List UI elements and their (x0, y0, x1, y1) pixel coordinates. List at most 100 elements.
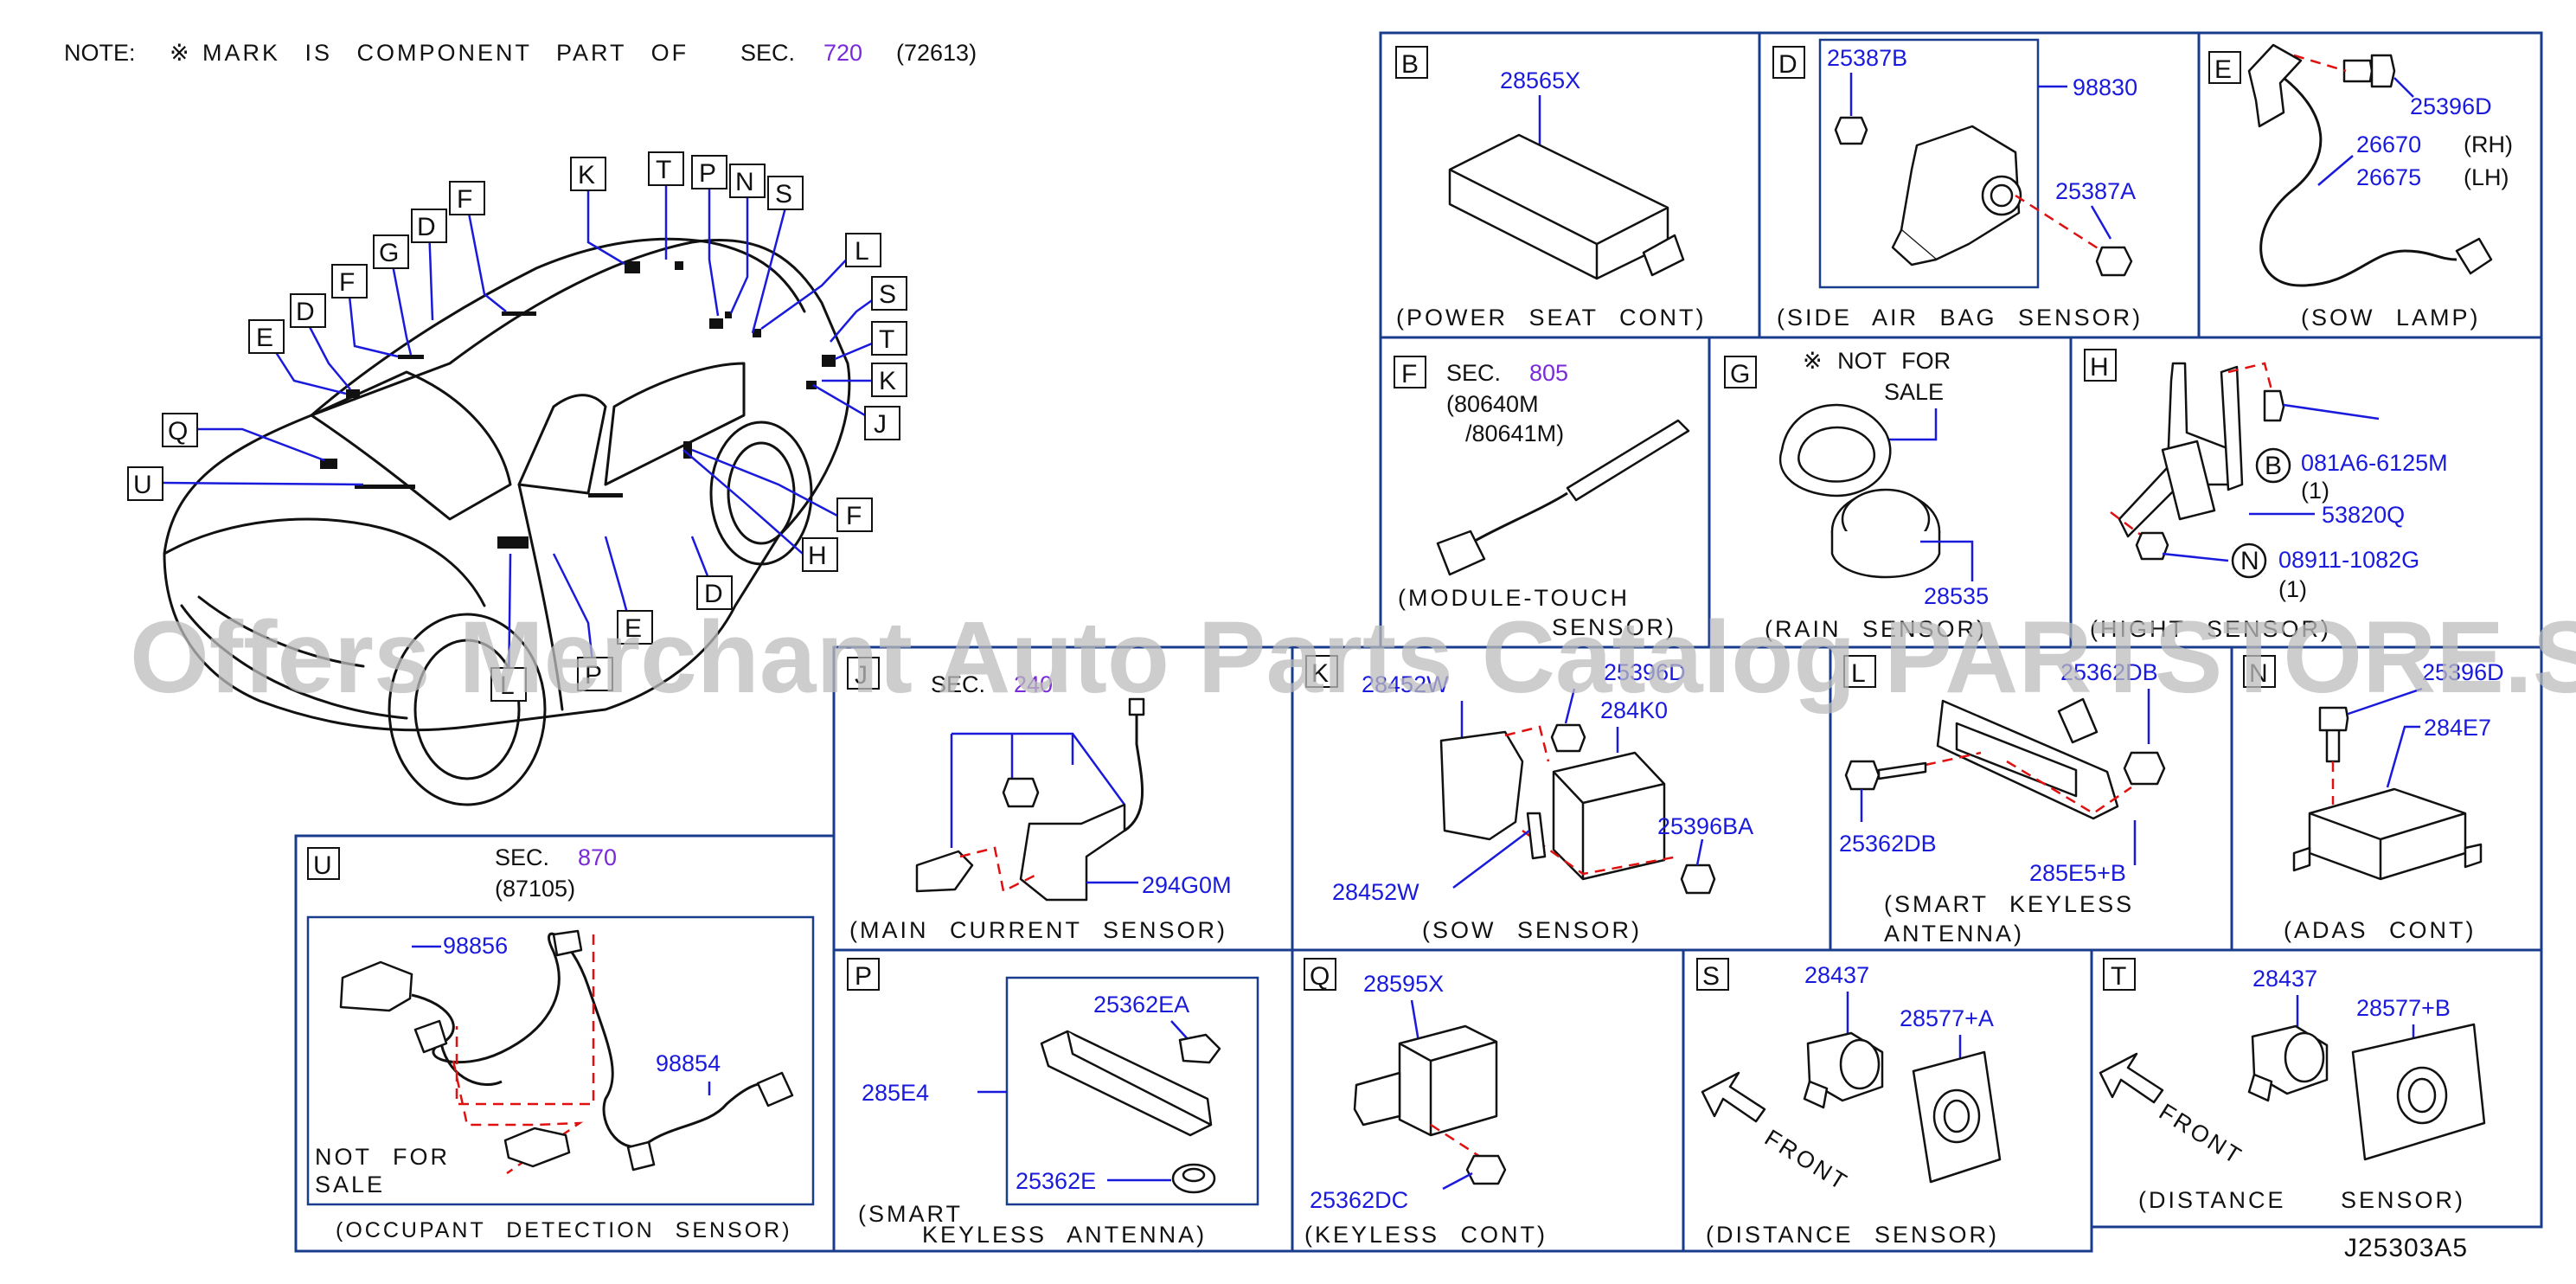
note-sec-number[interactable]: 720 (823, 40, 862, 66)
part-25362db-a[interactable]: 25362DB (2060, 659, 2158, 685)
mark-n (709, 318, 723, 329)
panel-f-sec-label: SEC. (1446, 360, 1501, 386)
part-25362ea[interactable]: 25362EA (1093, 992, 1189, 1018)
part-28452w-a[interactable]: 28452W (1362, 671, 1449, 697)
panel-h-b: B (2265, 452, 2282, 480)
panel-f-sec-number[interactable]: 805 (1529, 360, 1568, 386)
overview-leaders (162, 183, 885, 693)
panel-d-caption: (SIDE AIR BAG SENSOR) (1777, 305, 2143, 331)
part-98830[interactable]: 98830 (2073, 74, 2137, 100)
panel-k-caption: (SOW SENSOR) (1422, 917, 1642, 943)
mark-f (502, 311, 536, 316)
panel-h-caption: (HIGHT SENSOR) (2090, 616, 2331, 642)
panel-g-note: ※ NOT FOR (1803, 348, 1951, 374)
panel-n[interactable]: N 25396D 284E7 (ADAS CONT) (2230, 645, 2543, 952)
panel-t-front: FRONT (2155, 1099, 2247, 1171)
part-284k0[interactable]: 284K0 (1600, 697, 1668, 723)
panel-l[interactable]: L 25362DB 25362DB 285E5+B (SMART KEYLESS… (1829, 645, 2233, 952)
panel-d[interactable]: D 25387B 98830 25387A (SIDE AIR BAG SENS… (1758, 31, 2201, 339)
car-overview: K T P N S L S T K J F G D F E D Q U F H … (127, 151, 907, 806)
part-25396ba[interactable]: 25396BA (1657, 813, 1753, 839)
part-25387b[interactable]: 25387B (1827, 45, 1907, 71)
sow-lamp-bracket (2247, 43, 2303, 128)
part-53820q[interactable]: 53820Q (2322, 502, 2405, 528)
panel-t-caption-2: SENSOR) (2341, 1187, 2465, 1213)
part-285e5b[interactable]: 285E5+B (2029, 860, 2126, 886)
part-26675[interactable]: 26675 (2356, 164, 2421, 190)
part-28565x[interactable]: 28565X (1500, 67, 1580, 93)
part-28577a[interactable]: 28577+A (1900, 1005, 1994, 1031)
mark-f3 (683, 441, 692, 459)
panel-q[interactable]: Q 28595X 25362DC (KEYLESS CONT) (1291, 948, 1685, 1253)
panel-e-caption: (SOW LAMP) (2301, 305, 2481, 331)
part-28452w-b[interactable]: 28452W (1332, 879, 1419, 905)
panel-l-letter: L (1851, 659, 1866, 688)
mark-t (675, 261, 683, 270)
part-28577b[interactable]: 28577+B (2356, 995, 2451, 1021)
callout-f: F (457, 185, 472, 214)
panel-u[interactable]: U SEC. 870 (87105) 98856 98854 NOT FOR S… (294, 834, 836, 1253)
part-285e4[interactable]: 285E4 (862, 1080, 929, 1106)
part-28437-t[interactable]: 28437 (2252, 966, 2317, 992)
main-current-sensor (1019, 803, 1126, 902)
part-081a6-6125m[interactable]: 081A6-6125M (2301, 450, 2448, 476)
bolt-25396d-n (2318, 706, 2349, 763)
panel-h-n: N (2240, 547, 2259, 575)
panel-e[interactable]: E 25396D 26670 (RH) 26675 (LH) (SOW LAMP… (2197, 31, 2543, 339)
panel-h[interactable]: H B 081A6-6125M (1) 53820Q N 08911-1082G… (2069, 336, 2543, 649)
panel-b[interactable]: B 28565X (POWER SEAT CONT) (1379, 31, 1761, 339)
part-25362dc[interactable]: 25362DC (1310, 1187, 1408, 1213)
part-294g0m[interactable]: 294G0M (1142, 872, 1232, 898)
panel-f-caption-1: (MODULE-TOUCH (1398, 585, 1630, 611)
overview-callouts: K T P N S L S T K J F G D F E D Q U F H … (127, 151, 907, 702)
part-98854[interactable]: 98854 (656, 1050, 721, 1076)
sow-lamp-wire (2259, 76, 2457, 287)
panel-s[interactable]: S 28437 28577+A FRONT (DISTANCE SENSOR) (1682, 948, 2093, 1253)
part-25396d-n[interactable]: 25396D (2422, 659, 2504, 685)
note-line: NOTE: ※ MARK IS COMPONENT PART OF SEC. 7… (64, 40, 977, 66)
part-28437-s[interactable]: 28437 (1804, 962, 1869, 988)
smart-keyless-antenna (1955, 722, 2078, 798)
car-front-bumper (180, 604, 408, 720)
car-body-outline (163, 238, 851, 732)
panel-u-nfs-1: NOT FOR (315, 1144, 450, 1170)
panel-g-note-2: SALE (1884, 379, 1944, 405)
front-arrow-s (1701, 1071, 1766, 1123)
car-rear-wheel (709, 421, 813, 566)
panel-k-letter: K (1311, 659, 1329, 688)
panel-p[interactable]: P 285E4 25362EA 25362E (SMART KEYLESS AN… (832, 948, 1294, 1253)
main-current-sensor-nut (1002, 777, 1040, 808)
part-25362e[interactable]: 25362E (1016, 1168, 1096, 1194)
panel-j-sec-number[interactable]: 240 (1014, 671, 1053, 697)
panel-l-caption-1: (SMART KEYLESS (1884, 891, 2134, 917)
panel-l-caption-2: ANTENNA) (1884, 921, 2024, 947)
part-284e7[interactable]: 284E7 (2424, 715, 2491, 741)
panel-t[interactable]: T 28437 28577+B FRONT (DISTANCE SENSOR) (2090, 948, 2543, 1229)
watermark: Offers Merchant Auto Parts Catalog PARTS… (130, 600, 2576, 715)
part-26670[interactable]: 26670 (2356, 132, 2421, 157)
car-door-line (517, 483, 564, 711)
front-arrow-t (2099, 1052, 2164, 1104)
panel-j-sec-label: SEC. (931, 671, 985, 697)
part-28535[interactable]: 28535 (1924, 583, 1989, 609)
b-mark (2255, 447, 2291, 484)
panel-g[interactable]: G ※ NOT FOR SALE 28535 (RAIN SENSOR) (1708, 336, 2073, 649)
part-25387a[interactable]: 25387A (2055, 178, 2136, 204)
part-25396d-k[interactable]: 25396D (1604, 659, 1686, 685)
panel-e-lh: (LH) (2464, 164, 2509, 190)
panel-d-letter: D (1778, 50, 1797, 79)
callout-f3: F (846, 502, 862, 530)
panel-f[interactable]: F SEC. 805 (80640M /80641M) (MODULE-TOUC… (1379, 336, 1711, 649)
panel-u-sec-number[interactable]: 870 (578, 844, 617, 870)
panel-u-sec-code: (87105) (495, 876, 575, 902)
panel-q-letter: Q (1310, 962, 1330, 991)
part-28595x[interactable]: 28595X (1363, 971, 1444, 997)
part-25362db-b[interactable]: 25362DB (1839, 831, 1937, 857)
panel-j[interactable]: J SEC. 240 294G0M (MAIN CURRENT SENSOR) (832, 645, 1294, 952)
part-98856[interactable]: 98856 (443, 933, 508, 959)
part-25396d[interactable]: 25396D (2410, 93, 2492, 119)
part-08911-1082g[interactable]: 08911-1082G (2278, 547, 2419, 573)
panel-u-sec-label: SEC. (495, 844, 549, 870)
sow-sensor-nut-2 (1680, 863, 1716, 895)
